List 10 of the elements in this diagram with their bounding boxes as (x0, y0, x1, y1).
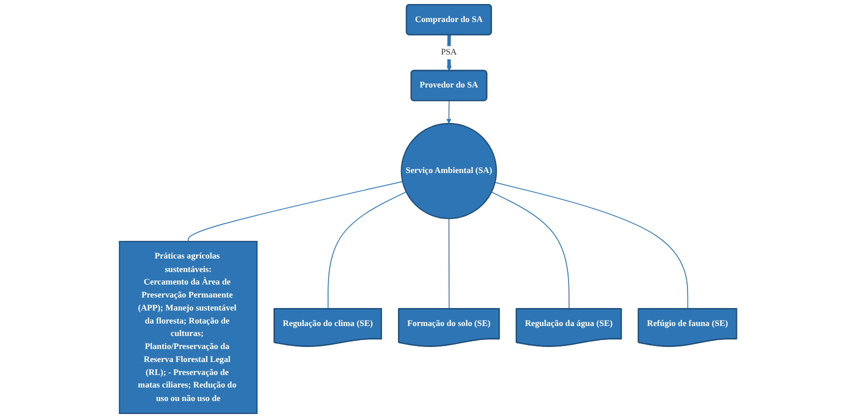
connector (491, 192, 570, 310)
arrow (446, 100, 452, 124)
connector (188, 181, 403, 242)
connector (494, 182, 688, 310)
node-circle: Serviço Ambiental (SA) (400, 122, 497, 220)
node-box: Práticas agrícolas sustentáveis: Cercamento da Àrea de Preservação Permanente (APP); Manejo sustentável da floresta; Rotação de culturas; Plantio/Preservação da Reserva Florestal Legal (RL); - Preservação de matas ciliares; Redução do uso ou não uso de (118, 240, 258, 414)
arrow (446, 34, 452, 71)
connector (328, 191, 407, 310)
edge-label: PSA (440, 48, 457, 58)
connector (448, 218, 450, 310)
